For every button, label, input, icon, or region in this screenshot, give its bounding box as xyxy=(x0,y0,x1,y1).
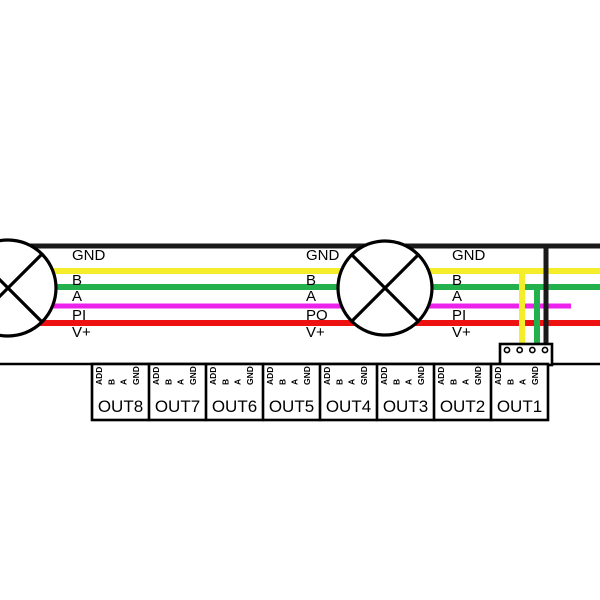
pin-label-a: A xyxy=(518,379,528,385)
node-left-body xyxy=(0,238,58,338)
pin-label-gnd: GND xyxy=(302,366,312,385)
wire-label-gnd: GND xyxy=(452,247,486,264)
pin-label-a: A xyxy=(176,379,186,385)
node-group xyxy=(0,238,434,338)
pin-label-a: A xyxy=(233,379,243,385)
wire-labels-group-1: GND BA PIV+ xyxy=(72,247,106,341)
pin-label-add: ADD xyxy=(208,367,218,385)
node-middle xyxy=(336,239,434,337)
out1-plug-pin-2[interactable] xyxy=(516,346,524,354)
out1-plug[interactable] xyxy=(498,342,554,367)
node-left-spoke-b xyxy=(0,252,44,299)
pin-label-a: A xyxy=(461,379,471,385)
wire-label-vplus: V+ xyxy=(306,324,325,341)
terminal-block-outline[interactable] xyxy=(489,362,550,422)
terminal-block-label: OUT4 xyxy=(326,397,371,416)
pin-label-gnd: GND xyxy=(359,366,369,385)
wire-label-a: A xyxy=(72,288,82,305)
pin-label-add: ADD xyxy=(379,367,389,385)
terminal-block-label: OUT1 xyxy=(497,397,542,416)
wire-label-pi: PI xyxy=(72,307,86,324)
pin-label-gnd: GND xyxy=(473,366,483,385)
pin-label-b: B xyxy=(334,379,344,385)
terminal-block-label: OUT7 xyxy=(155,397,200,416)
node-left xyxy=(0,238,58,338)
pin-label-b: B xyxy=(505,379,515,385)
pin-label-add: ADD xyxy=(493,367,503,385)
terminal-block-label: OUT2 xyxy=(440,397,485,416)
wire-label-gnd: GND xyxy=(306,247,340,264)
pin-label-a: A xyxy=(404,379,414,385)
pin-label-b: B xyxy=(448,379,458,385)
terminal-block-label: OUT5 xyxy=(269,397,314,416)
wire-labels-group-3: GND BA PIV+ xyxy=(452,247,486,341)
pin-label-add: ADD xyxy=(265,367,275,385)
pin-label-gnd: GND xyxy=(131,366,141,385)
pin-label-add: ADD xyxy=(94,367,104,385)
wire-labels-group-2: GND BA POV+ xyxy=(306,247,340,341)
terminal-block-label: OUT6 xyxy=(212,397,257,416)
connector-group[interactable] xyxy=(498,342,554,367)
wire-label-b: B xyxy=(306,272,316,289)
pin-label-gnd: GND xyxy=(416,366,426,385)
pin-label-add: ADD xyxy=(151,367,161,385)
pin-label-gnd: GND xyxy=(530,366,540,385)
pin-label-gnd: GND xyxy=(245,366,255,385)
pin-label-a: A xyxy=(290,379,300,385)
wire-label-gnd: GND xyxy=(72,247,106,264)
node-middle-spoke-b xyxy=(350,253,420,323)
wire-label-a: A xyxy=(452,288,462,305)
wire-label-vplus: V+ xyxy=(72,324,91,341)
out1-plug-pin-4[interactable] xyxy=(541,346,549,354)
terminal-block-label: OUT8 xyxy=(98,397,143,416)
wire-label-a: A xyxy=(306,288,316,305)
pin-label-b: B xyxy=(277,379,287,385)
pin-label-b: B xyxy=(163,379,173,385)
wire-label-b: B xyxy=(452,272,462,289)
wire-label-pi: PI xyxy=(452,307,466,324)
out1-plug-pin-3[interactable] xyxy=(528,346,536,354)
terminal-block-label: OUT3 xyxy=(383,397,428,416)
wire-label-vplus: V+ xyxy=(452,324,471,341)
out1-plug-pin-1[interactable] xyxy=(503,346,511,354)
pin-label-b: B xyxy=(391,379,401,385)
pin-label-gnd: GND xyxy=(188,366,198,385)
wire-label-b: B xyxy=(72,272,82,289)
wire-drop-group xyxy=(0,243,549,350)
pin-label-add: ADD xyxy=(436,367,446,385)
pin-label-add: ADD xyxy=(322,367,332,385)
pin-label-b: B xyxy=(220,379,230,385)
pin-label-a: A xyxy=(347,379,357,385)
wire-label-po: PO xyxy=(306,307,328,324)
pin-label-a: A xyxy=(119,379,129,385)
pin-label-b: B xyxy=(106,379,116,385)
